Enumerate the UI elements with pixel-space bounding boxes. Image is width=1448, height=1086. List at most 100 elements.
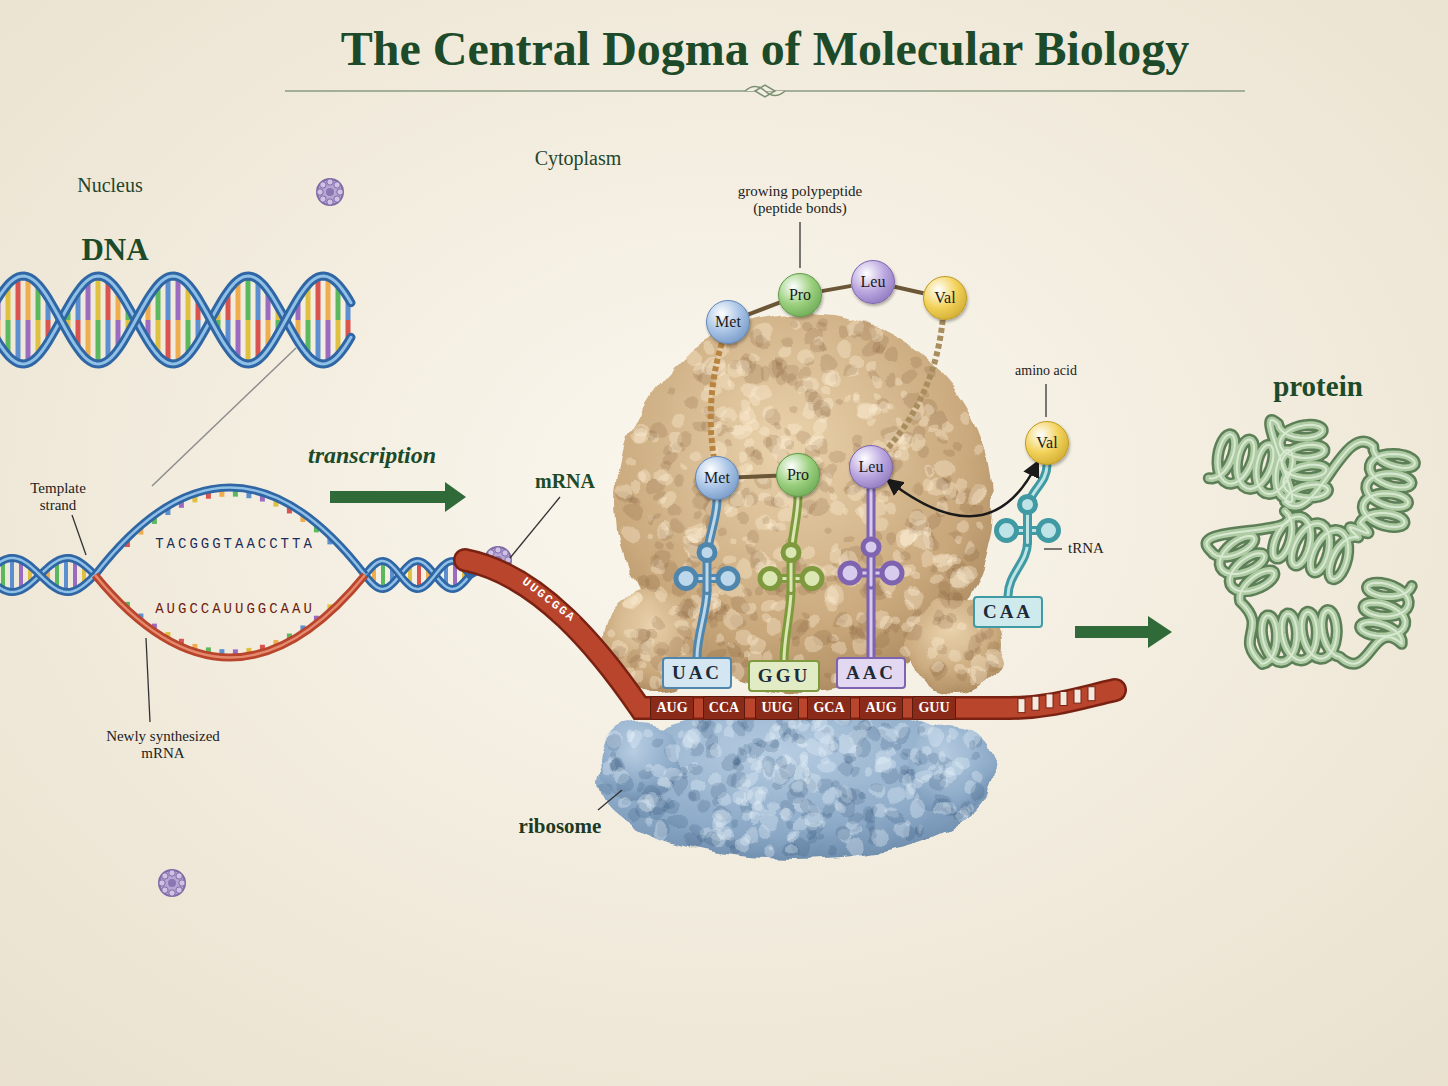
- texture-bump: [937, 763, 944, 770]
- base-pair: [166, 320, 171, 363]
- amino-acid-label: Pro: [787, 466, 809, 484]
- texture-bump: [667, 744, 682, 759]
- amino-acid-label: Leu: [861, 273, 886, 291]
- texture-bump: [730, 540, 737, 547]
- texture-bump: [692, 779, 706, 793]
- texture-bump: [762, 600, 777, 615]
- texture-bump: [823, 811, 831, 819]
- texture-bump: [950, 812, 960, 822]
- texture-bump: [900, 548, 911, 559]
- texture-bump: [651, 763, 667, 779]
- texture-bump: [818, 483, 829, 494]
- texture-bump: [893, 419, 902, 428]
- texture-bump: [691, 511, 699, 519]
- texture-bump: [689, 450, 699, 460]
- texture-bump: [936, 478, 948, 490]
- pore-subunit: [162, 873, 168, 879]
- leader-line: [799, 222, 800, 268]
- texture-bump: [803, 547, 816, 560]
- texture-bump: [886, 504, 896, 514]
- trna-loop: [802, 569, 822, 589]
- texture-bump: [934, 637, 947, 650]
- texture-bump: [752, 331, 766, 345]
- texture-bump: [818, 835, 826, 843]
- title-ornament: [745, 85, 785, 97]
- texture-bump: [964, 670, 970, 676]
- texture-bump: [962, 649, 974, 661]
- amino-acid-circle: Leu: [849, 445, 893, 489]
- texture-bump: [795, 564, 802, 571]
- transcription-arrow: [330, 482, 466, 512]
- texture-bump: [799, 613, 806, 620]
- texture-bump: [638, 665, 646, 673]
- molecule-label: protein: [1273, 370, 1363, 403]
- texture-bump: [626, 733, 635, 742]
- texture-bump: [666, 389, 675, 398]
- ribbon-outline: [1206, 420, 1414, 664]
- texture-bump: [632, 429, 650, 447]
- texture-bump: [910, 511, 925, 526]
- amino-acid-circle: Pro: [778, 273, 822, 317]
- anticodon-box: UAC: [662, 657, 732, 689]
- trna-loop: [840, 563, 860, 583]
- trna-loop: [997, 521, 1017, 541]
- texture-bump: [896, 374, 904, 382]
- texture-bump: [709, 744, 721, 756]
- texture-bump: [710, 618, 720, 628]
- texture-bump: [725, 729, 736, 740]
- texture-bump: [837, 398, 843, 404]
- texture-bump: [614, 776, 630, 792]
- texture-bump: [952, 535, 959, 542]
- texture-bump: [936, 461, 952, 477]
- texture-bump: [968, 741, 975, 748]
- texture-bump: [923, 746, 930, 753]
- texture-bump: [606, 737, 620, 751]
- texture-bump: [902, 368, 916, 382]
- texture-bump: [635, 783, 645, 793]
- texture-bump: [805, 769, 813, 777]
- amino-acid-label: Met: [704, 469, 730, 487]
- texture-bump: [744, 496, 755, 507]
- trna-loop: [1039, 521, 1059, 541]
- trna-stem-highlight: [1008, 543, 1028, 597]
- amino-acid-circle: Met: [695, 456, 739, 500]
- texture-bump: [985, 660, 995, 670]
- texture-bump: [722, 591, 729, 598]
- texture-bump: [869, 827, 877, 835]
- texture-bump: [866, 418, 874, 426]
- amino-acid-circle: Val: [923, 276, 967, 320]
- ribosome-large-subunit: [603, 313, 1003, 693]
- texture-bump: [733, 598, 750, 615]
- mrna-strand: [465, 560, 1115, 713]
- texture-bump: [874, 517, 890, 533]
- texture-bump: [801, 322, 812, 333]
- texture-bump: [798, 757, 810, 769]
- pore-ring: [317, 179, 343, 205]
- texture-bump: [930, 615, 940, 625]
- texture-bump: [824, 670, 830, 676]
- trna: [840, 489, 902, 657]
- texture-bump: [695, 721, 707, 733]
- texture-bump: [742, 417, 758, 433]
- texture-bump: [654, 467, 667, 480]
- mrna-base-tile: [1018, 699, 1025, 713]
- texture-bump: [746, 829, 761, 844]
- texture-bump: [735, 747, 742, 754]
- codon-label: CCA: [709, 700, 739, 716]
- pore-subunit: [162, 887, 168, 893]
- texture-bump: [910, 587, 920, 597]
- trna-loop: [699, 545, 715, 561]
- base-pair: [316, 320, 321, 363]
- pore-ring: [159, 870, 185, 896]
- texture-bump: [963, 729, 981, 747]
- texture-bump: [971, 668, 988, 685]
- pore-subunit: [320, 182, 326, 188]
- texture-bump: [728, 720, 737, 729]
- texture-bump: [630, 596, 641, 607]
- texture-bump: [715, 814, 722, 821]
- texture-bump: [625, 733, 635, 743]
- pore-subunit: [169, 890, 175, 896]
- pore-center: [168, 879, 176, 887]
- texture-bump: [654, 584, 669, 599]
- texture-bump: [626, 492, 635, 501]
